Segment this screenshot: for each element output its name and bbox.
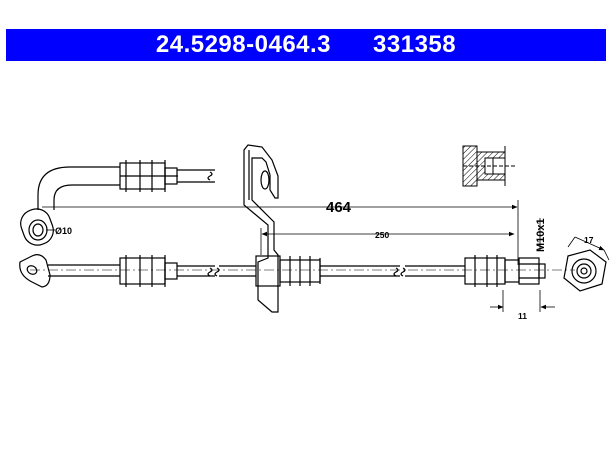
nut-length-label: 11 <box>518 311 527 321</box>
main-hose <box>19 254 575 288</box>
dimension-lines <box>42 200 610 312</box>
title-bar: 24.5298-0464.3 331358 <box>6 29 606 61</box>
mounting-bracket <box>243 144 279 313</box>
partial-length-label: 250 <box>375 230 389 240</box>
banjo-eye-upper <box>20 208 54 246</box>
reference-number: 331358 <box>373 31 457 58</box>
thread-label: M10x1 <box>535 218 547 252</box>
hex-end-view <box>563 249 607 292</box>
hex-size-label: 17 <box>584 235 594 245</box>
banjo-eye-lower <box>19 254 51 288</box>
part-number: 24.5298-0464.3 <box>155 31 332 58</box>
eye-diameter-label: Ø10 <box>55 226 72 236</box>
upper-fitting <box>119 160 178 192</box>
upper-hose-view <box>20 160 215 246</box>
section-detail <box>462 145 515 187</box>
total-length-label: 464 <box>326 199 352 216</box>
